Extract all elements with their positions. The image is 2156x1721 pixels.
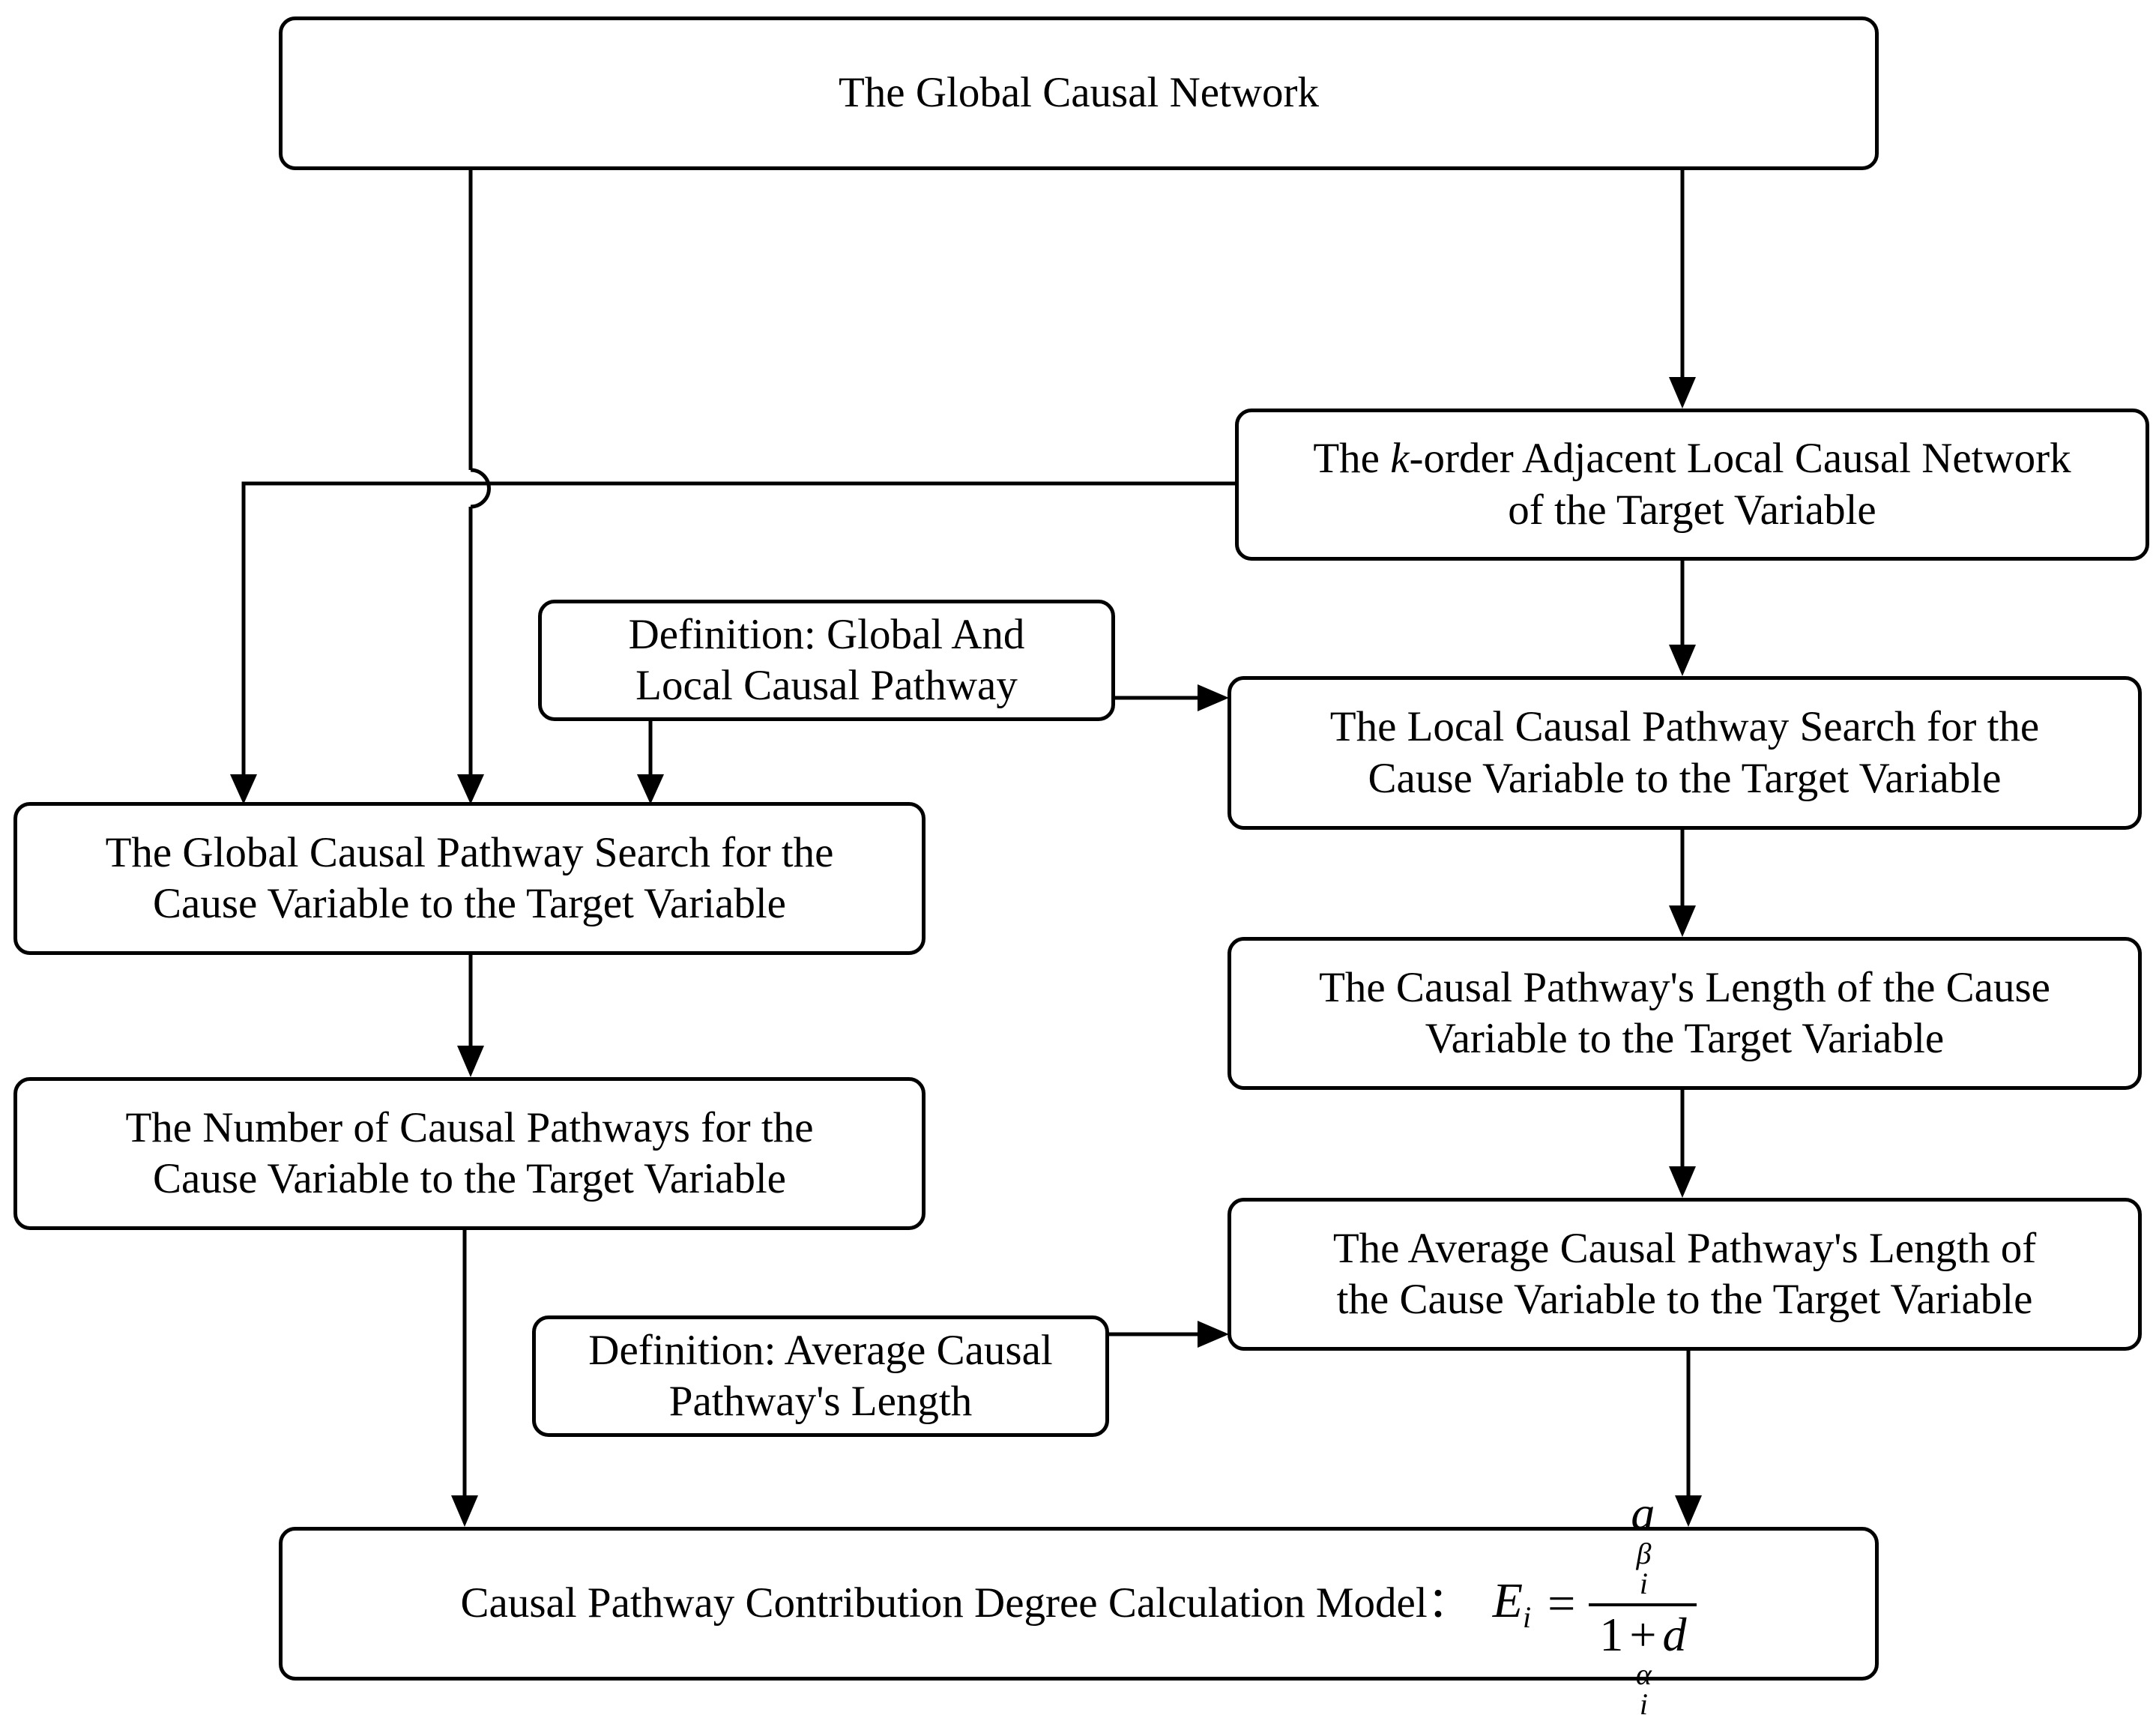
node-label-line1: Definition: Global And [628,610,1025,658]
node-label-line2: Cause Variable to the Target Variable [153,880,786,927]
node-label-line2: Variable to the Target Variable [1425,1015,1945,1062]
arrowhead [1198,1321,1229,1348]
node-label-line2: the Cause Variable to the Target Variabl… [1336,1276,2033,1323]
node-global-causal-network: The Global Causal Network [279,16,1879,170]
arrowhead [1669,905,1696,937]
node-contribution-model: Causal Pathway Contribution Degree Calcu… [279,1488,1879,1719]
node-label-line2: of the Target Variable [1508,486,1876,534]
edge-korder-to-global-search [241,481,1238,778]
node-label-line1: The Number of Causal Pathways for the [125,1103,814,1151]
arrowhead [637,774,664,804]
node-label-line1: Definition: Average Causal [588,1326,1053,1374]
node-label-line1: The Local Causal Pathway Search for the [1329,703,2040,751]
arrowhead [230,774,257,804]
arrowhead [451,1495,478,1527]
node-local-pathway-search: The Local Causal Pathway Search for the … [1228,676,2142,830]
node-pathway-length: The Causal Pathway's Length of the Cause… [1228,937,2142,1090]
node-label-line2: Cause Variable to the Target Variable [153,1155,786,1202]
node-label-line2: Cause Variable to the Target Variable [1368,754,2002,802]
node-number-of-pathways: The Number of Causal Pathways for the Ca… [13,1077,925,1230]
node-label-line1: The k-order Adjacent Local Causal Networ… [1313,435,2071,483]
node-label-line1: The Average Causal Pathway's Length of [1332,1224,2037,1272]
node-definition-global-local: Definition: Global And Local Causal Path… [538,600,1115,721]
node-label-line2: Pathway's Length [668,1378,973,1425]
node-average-pathway-length: The Average Causal Pathway's Length of t… [1228,1198,2142,1351]
node-definition-average-length: Definition: Average Causal Pathway's Len… [532,1315,1109,1437]
node-k-order-local-network: The k-order Adjacent Local Causal Networ… [1235,409,2149,561]
node-label-line2: Local Causal Pathway [635,662,1018,709]
node-label: The Global Causal Network [838,69,1320,117]
arrowhead [1669,645,1696,676]
formula-lhs: Ei [1492,1573,1532,1635]
model-label: Causal Pathway Contribution Degree Calcu… [460,1579,1428,1627]
arrowhead [1675,1495,1702,1527]
arrowhead [457,774,484,804]
arrowhead [1198,684,1229,711]
node-global-pathway-search: The Global Causal Pathway Search for the… [13,802,925,955]
arrowhead [457,1046,484,1077]
arrowhead [1669,377,1696,409]
model-colon: ： [1427,1579,1470,1627]
formula-equals: = [1547,1576,1576,1631]
model-row: Causal Pathway Contribution Degree Calcu… [461,1488,1697,1719]
node-label-line1: The Global Causal Pathway Search for the [105,828,834,876]
node-label-line1: The Causal Pathway's Length of the Cause [1319,963,2050,1011]
arrowhead [1669,1166,1696,1198]
